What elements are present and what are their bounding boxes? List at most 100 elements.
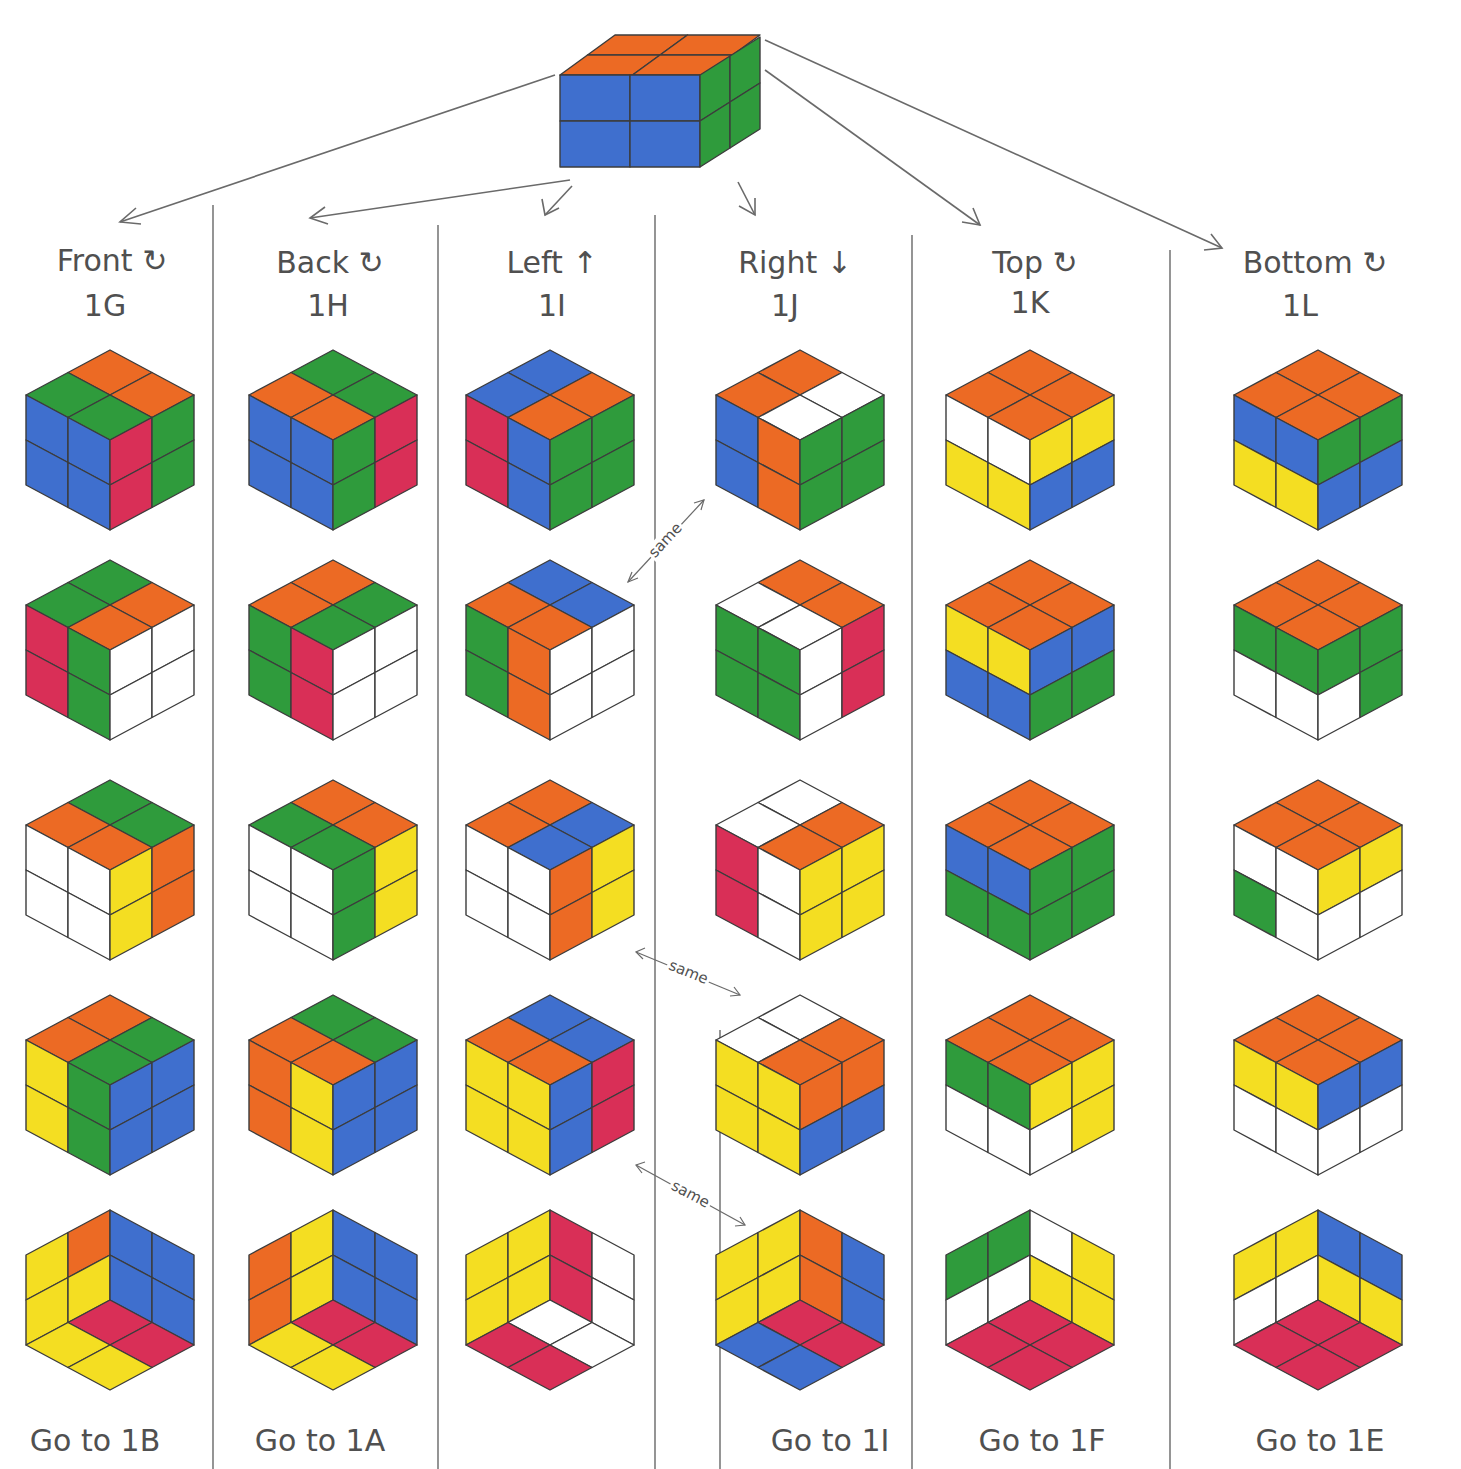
cube-sticker [1072, 650, 1114, 718]
cube-sticker [1234, 650, 1276, 718]
move-heading: Right ↓ [738, 246, 852, 279]
cube-sticker [26, 1085, 68, 1153]
cube-sticker [716, 1085, 758, 1153]
cube-drawings [26, 35, 1402, 1390]
cube-sticker [592, 650, 634, 718]
cube-sticker [758, 893, 800, 961]
cube-sticker [291, 1345, 375, 1390]
cube-sticker [988, 673, 1030, 741]
cube-sticker [466, 440, 508, 508]
cube-sticker [592, 440, 634, 508]
cube-sticker [68, 1345, 152, 1390]
cube-sticker [26, 650, 68, 718]
cube-sticker [508, 673, 550, 741]
cube-sticker [1030, 463, 1072, 531]
cube-sticker [249, 650, 291, 718]
cube-sticker [508, 893, 550, 961]
cube-sticker [333, 893, 375, 961]
cube-sticker [1030, 673, 1072, 741]
cube-sticker [1276, 893, 1318, 961]
cube-sticker [842, 870, 884, 938]
cube-sticker [291, 673, 333, 741]
goto-note: Go to 1I [771, 1424, 890, 1457]
cube-sticker [1276, 1345, 1360, 1390]
cube-sticker [716, 870, 758, 938]
state-code: 1L [1282, 289, 1318, 322]
cube-sticker [800, 1108, 842, 1176]
move-heading: Back ↻ [276, 246, 384, 279]
column-dividers [213, 205, 1170, 1469]
cube-sticker [152, 650, 194, 718]
cube-sticker [466, 870, 508, 938]
cube-sticker [375, 440, 417, 508]
state-code: 1K [1011, 286, 1050, 319]
cube-sticker [333, 1108, 375, 1176]
cube-sticker [592, 1085, 634, 1153]
cube-sticker [1318, 1108, 1360, 1176]
cube-sticker [110, 673, 152, 741]
cube-sticker [152, 1085, 194, 1153]
cube-sticker [26, 440, 68, 508]
cube-sticker [333, 673, 375, 741]
move-heading: Bottom ↻ [1243, 246, 1388, 279]
cube-sticker [1234, 440, 1276, 508]
cube-sticker [1360, 1085, 1402, 1153]
cube-sticker [700, 102, 730, 167]
cube-sticker [1276, 463, 1318, 531]
goto-note: Go to 1B [30, 1424, 160, 1457]
move-heading: Top ↻ [992, 246, 1077, 279]
cube-sticker [1318, 893, 1360, 961]
cube-sticker [1276, 673, 1318, 741]
cube-sticker [1234, 870, 1276, 938]
cube-sticker [375, 650, 417, 718]
cube-sticker [1360, 870, 1402, 938]
move-heading: Front ↻ [57, 244, 168, 277]
cube-sticker [1072, 870, 1114, 938]
tree-arrows [120, 40, 1222, 250]
cube-sticker [1234, 1085, 1276, 1153]
cube-sticker [1318, 673, 1360, 741]
cube-sticker [291, 893, 333, 961]
cube-sticker [946, 870, 988, 938]
cube-sticker [716, 650, 758, 718]
cube-sticker [508, 1108, 550, 1176]
cube-sticker [560, 121, 630, 167]
cube-sticker [291, 1108, 333, 1176]
cube-sticker [550, 673, 592, 741]
cube-sticker [560, 75, 630, 121]
cube-sticker [1072, 440, 1114, 508]
cube-sticker [592, 870, 634, 938]
same-note: same [644, 518, 687, 562]
cube-sticker [249, 870, 291, 938]
cube-sticker [988, 1108, 1030, 1176]
cube-sticker [550, 893, 592, 961]
cube-sticker [375, 1085, 417, 1153]
cube-sticker [1276, 1108, 1318, 1176]
cube-sticker [110, 463, 152, 531]
cube-sticker [716, 440, 758, 508]
cube-sticker [758, 1345, 842, 1390]
cube-sticker [291, 463, 333, 531]
same-note: same [664, 956, 712, 988]
cube-sticker [800, 463, 842, 531]
cube-sticker [1360, 440, 1402, 508]
cube-sticker [26, 870, 68, 938]
cube-sticker [110, 1108, 152, 1176]
cube-sticker [946, 1085, 988, 1153]
cube-sticker [758, 673, 800, 741]
cube-sticker [946, 440, 988, 508]
cube-sticker [249, 1085, 291, 1153]
cube-sticker [842, 440, 884, 508]
cube-sticker [508, 463, 550, 531]
cube-sticker [1072, 1085, 1114, 1153]
cube-sticker [988, 1345, 1072, 1390]
cube-sticker [68, 893, 110, 961]
cube-sticker [1030, 893, 1072, 961]
cube-sticker [730, 83, 760, 148]
cube-sticker [758, 463, 800, 531]
cube-sticker [68, 673, 110, 741]
cube-sticker [630, 75, 700, 121]
cube-sticker [333, 463, 375, 531]
